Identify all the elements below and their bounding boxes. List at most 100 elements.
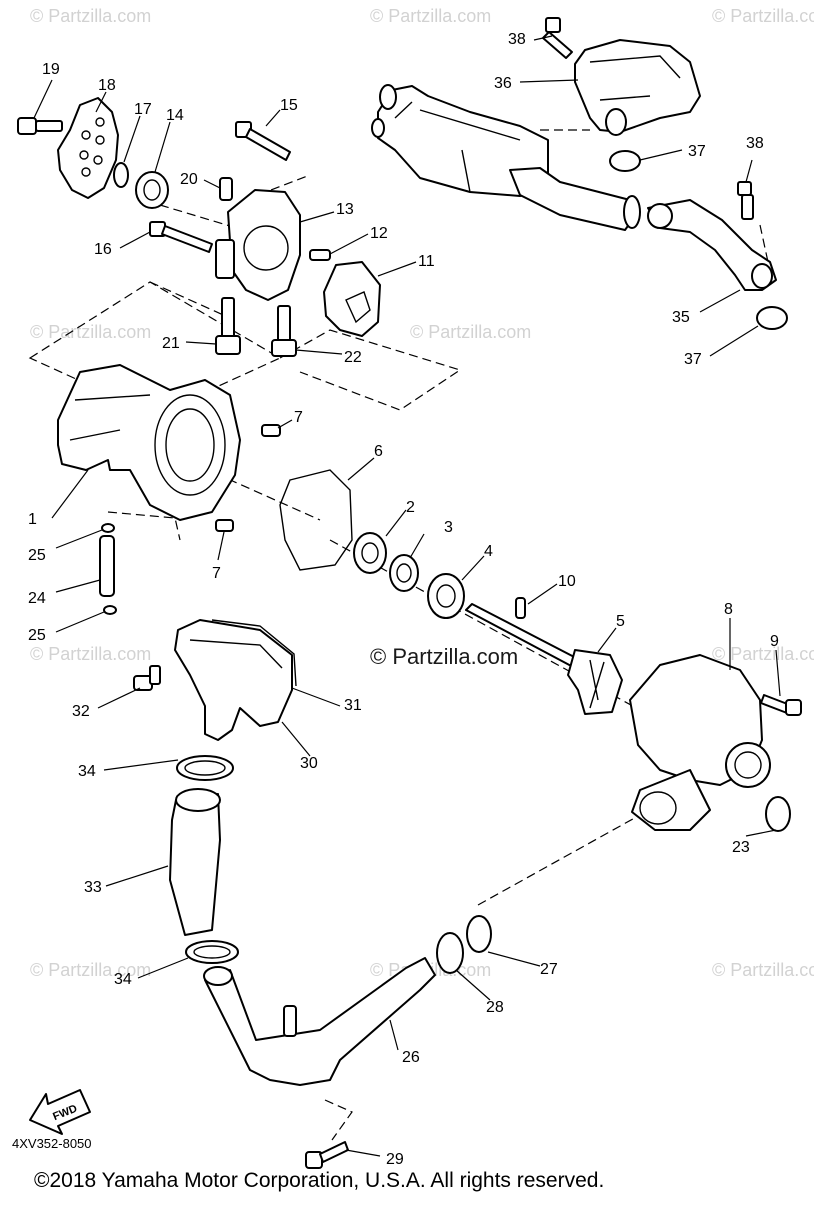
watermark: © Partzilla.com [712, 6, 814, 26]
callout-18: 18 [98, 77, 116, 94]
callout-26: 26 [402, 1049, 420, 1066]
callout-32: 32 [72, 703, 90, 720]
part-38-bolt-upper [542, 17, 573, 59]
callout-11: 11 [418, 253, 435, 270]
watermark: © Partzilla.com [30, 322, 151, 342]
callout-13: 13 [336, 201, 354, 218]
part-30-outlet [174, 619, 293, 741]
fwd-arrow-icon: FWD [29, 1089, 91, 1135]
copyright-footer: ©2018 Yamaha Motor Corporation, U.S.A. A… [34, 1169, 604, 1192]
part-27-oring [466, 915, 492, 953]
callout-33: 33 [84, 879, 102, 896]
callout-7-lower: 7 [212, 565, 221, 582]
callout-16: 16 [94, 241, 112, 258]
callout-4: 4 [484, 543, 493, 560]
part-36-hose [574, 39, 701, 136]
part-9-bolt [760, 694, 802, 716]
part-22-bolt [271, 305, 297, 357]
callout-1: 1 [28, 511, 37, 528]
callout-27: 27 [540, 961, 558, 978]
part-3-seal [389, 554, 419, 592]
part-34-clamp-upper [176, 755, 234, 781]
thermostat-hose [509, 167, 641, 231]
part-26-pipe [203, 957, 436, 1086]
watermark: © Partzilla.com [30, 960, 151, 980]
part-35-pipe [647, 199, 777, 291]
part-29-bolt [305, 1141, 349, 1169]
callout-12: 12 [370, 225, 388, 242]
part-32-bolt [133, 665, 161, 691]
callout-38-lower: 38 [746, 135, 764, 152]
callout-6: 6 [374, 443, 383, 460]
callout-23: 23 [732, 839, 750, 856]
callout-labels: 1 2 3 4 5 6 7 7 8 9 10 11 12 13 14 15 16… [28, 31, 779, 1168]
part-24-pipe [99, 535, 115, 597]
dashed-alignment-lines [28, 129, 769, 1141]
part-16-bolt [149, 221, 213, 253]
watermark: © Partzilla.com [410, 322, 531, 342]
callout-9: 9 [770, 633, 779, 650]
part-20-pin [219, 177, 233, 201]
part-8-pump-cover [629, 654, 771, 831]
part-25-oring-lower [103, 605, 117, 615]
part-13-housing [215, 189, 301, 301]
part-21-bolt [215, 297, 241, 355]
watermark: © Partzilla.com [370, 6, 491, 26]
callout-36: 36 [494, 75, 512, 92]
callout-21: 21 [162, 335, 180, 352]
part-5-impeller-shaft [465, 603, 623, 715]
callout-17: 17 [134, 101, 152, 118]
part-33-hose [169, 788, 221, 936]
callout-35: 35 [672, 309, 690, 326]
part-6-gasket [279, 469, 353, 571]
watermark: © Partzilla.com [712, 644, 814, 664]
callout-20: 20 [180, 171, 198, 188]
part-14-bearing [135, 171, 169, 209]
callout-3: 3 [444, 519, 453, 536]
callout-2: 2 [406, 499, 415, 516]
part-28-oring [436, 932, 464, 974]
callout-5: 5 [616, 613, 625, 630]
part-11-rotor [323, 261, 381, 337]
callout-25-upper: 25 [28, 547, 46, 564]
part-1-pump-body [57, 364, 241, 521]
part-37-oring-lower [756, 306, 788, 330]
callout-28: 28 [486, 999, 504, 1016]
callout-14: 14 [166, 107, 184, 124]
callout-34-lower: 34 [114, 971, 132, 988]
callout-30: 30 [300, 755, 318, 772]
callout-15: 15 [280, 97, 298, 114]
callout-24: 24 [28, 590, 46, 607]
part-25-oring-upper [101, 523, 115, 533]
part-23-oring [765, 796, 791, 832]
callout-19: 19 [42, 61, 60, 78]
callout-38-upper: 38 [508, 31, 526, 48]
watermark: © Partzilla.com [30, 6, 151, 26]
part-19-bolt [17, 117, 63, 135]
part-10-pin [515, 597, 526, 619]
leader-lines [33, 35, 781, 1157]
callout-31: 31 [344, 697, 362, 714]
part-38-bolt-lower [737, 181, 754, 220]
callout-7-upper: 7 [294, 409, 303, 426]
part-34-clamp-lower [185, 940, 239, 964]
callout-10: 10 [558, 573, 576, 590]
callout-8: 8 [724, 601, 733, 618]
callout-22: 22 [344, 349, 362, 366]
part-12-pin [309, 249, 331, 261]
callout-34-upper: 34 [78, 763, 96, 780]
part-15-bolt [235, 121, 291, 161]
diagram-code: 4XV352-8050 [12, 1136, 92, 1151]
watermark-main: © Partzilla.com [370, 644, 518, 669]
part-37-oring-upper [609, 150, 641, 172]
callout-37-lower: 37 [684, 351, 702, 368]
part-7-dowel-upper [261, 424, 281, 437]
part-4-seal [427, 573, 465, 619]
part-18-gear [57, 97, 119, 199]
callout-29: 29 [386, 1151, 404, 1168]
part-17-washer [113, 162, 129, 188]
watermark: © Partzilla.com [712, 960, 814, 980]
callout-25-lower: 25 [28, 627, 46, 644]
part-7-dowel-lower [215, 519, 234, 532]
